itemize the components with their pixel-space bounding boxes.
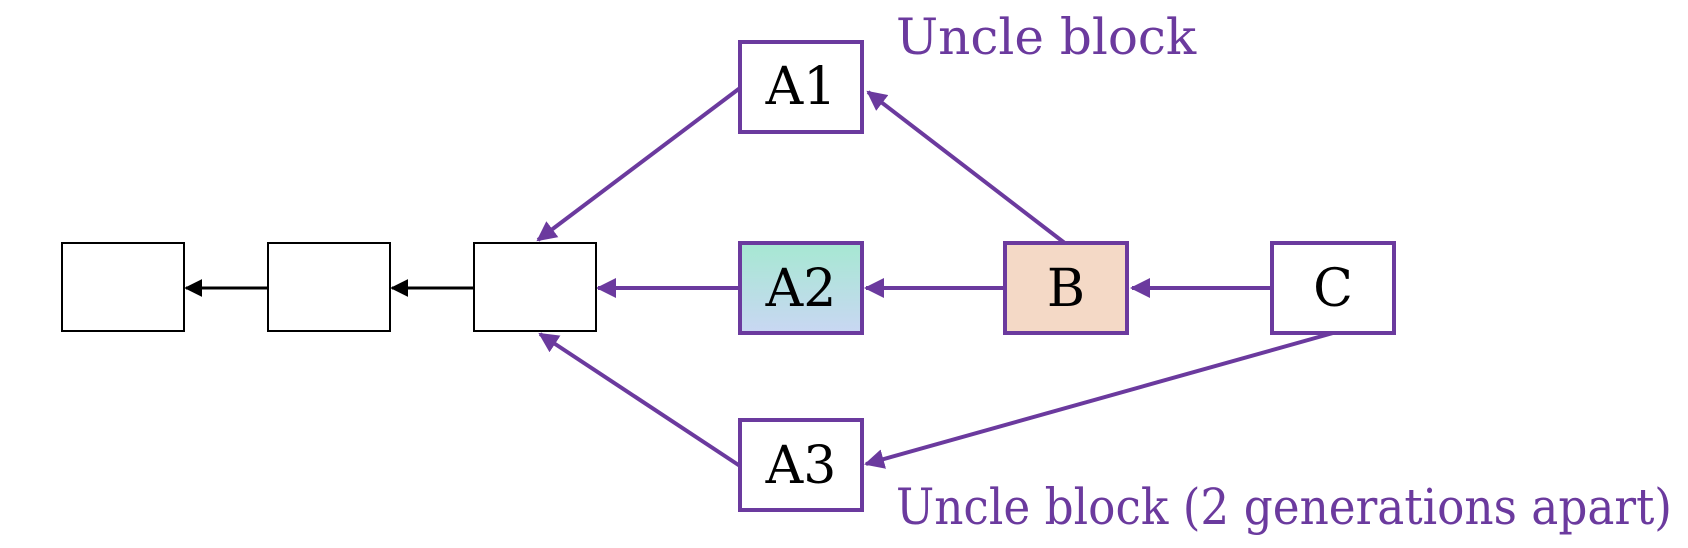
block-a3-label: A3 xyxy=(765,436,837,496)
arrow-a1-to-chain3 xyxy=(536,86,742,242)
arrow-a3-to-chain3 xyxy=(538,332,742,468)
block-b: B xyxy=(1003,241,1129,335)
block-a3: A3 xyxy=(738,418,864,512)
block-b-label: B xyxy=(1047,259,1085,319)
block-c: C xyxy=(1270,241,1396,335)
arrow-b-to-a1 xyxy=(866,90,1068,246)
block-a1: A1 xyxy=(738,40,864,134)
block-c-label: C xyxy=(1313,259,1353,319)
chain-block-3 xyxy=(473,242,597,332)
arrow-c-to-a3 xyxy=(864,331,1334,469)
block-a2-label: A2 xyxy=(765,259,837,319)
uncle-block-label: Uncle block xyxy=(896,8,1197,66)
uncle-block-2-generations-label: Uncle block (2 generations apart) xyxy=(896,478,1672,536)
chain-block-2 xyxy=(267,242,391,332)
chain-block-1 xyxy=(61,242,185,332)
block-a2: A2 xyxy=(738,241,864,335)
block-a1-label: A1 xyxy=(765,57,837,117)
